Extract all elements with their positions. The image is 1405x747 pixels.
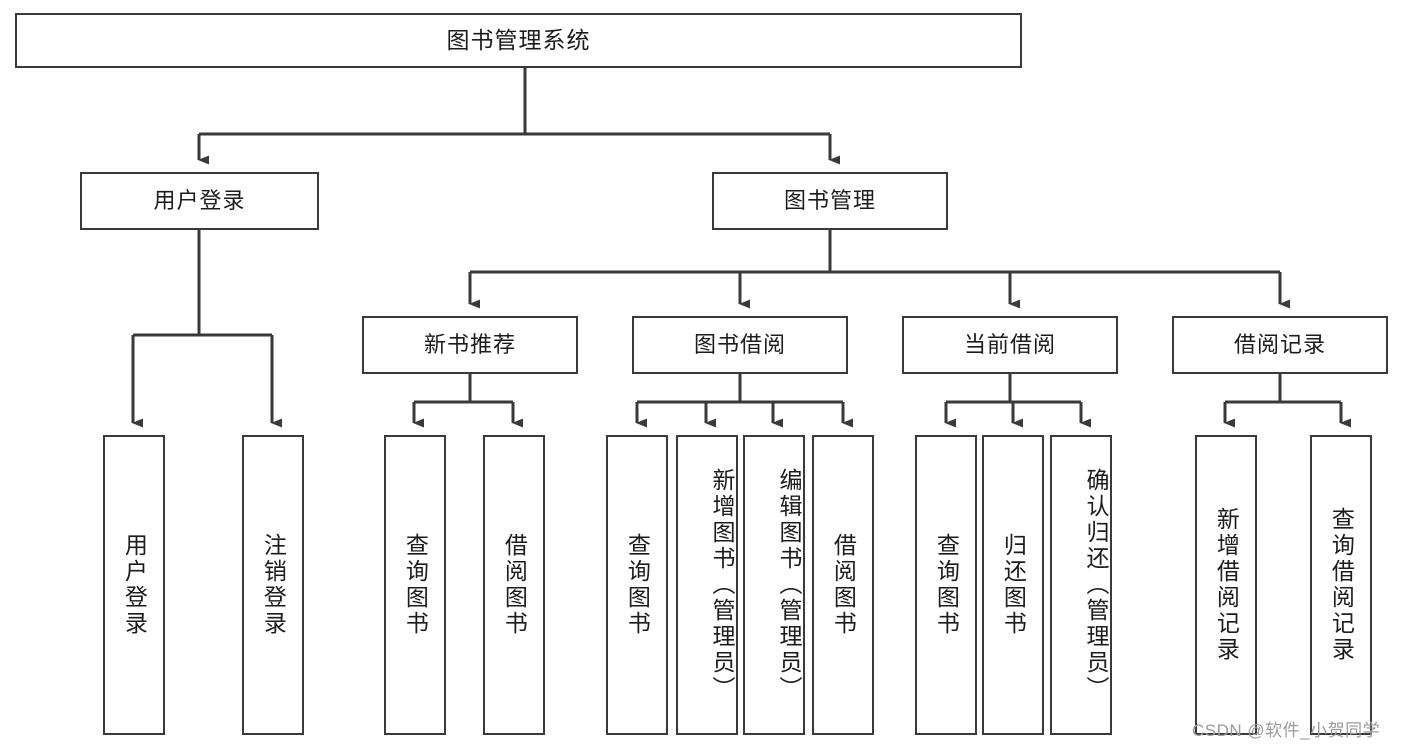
node-book-borrow[interactable]: 图书借阅 — [632, 316, 848, 374]
node-leaf-confirm-return[interactable]: 确认归还（管理员） — [1050, 435, 1112, 735]
node-leaf-edit-book[interactable]: 编辑图书（管理员） — [743, 435, 805, 735]
node-borrow-record[interactable]: 借阅记录 — [1172, 316, 1388, 374]
node-leaf-borrow-book-1[interactable]: 借阅图书 — [483, 435, 545, 735]
node-leaf-borrow-book-2[interactable]: 借阅图书 — [812, 435, 874, 735]
node-new-book-rec[interactable]: 新书推荐 — [362, 316, 578, 374]
node-book-manage[interactable]: 图书管理 — [712, 172, 948, 230]
node-leaf-query-book-2[interactable]: 查询图书 — [606, 435, 668, 735]
node-leaf-add-book[interactable]: 新增图书（管理员） — [676, 435, 738, 735]
node-leaf-logout[interactable]: 注销登录 — [242, 435, 304, 735]
node-root[interactable]: 图书管理系统 — [15, 13, 1022, 68]
node-current-borrow[interactable]: 当前借阅 — [902, 316, 1118, 374]
node-user-login[interactable]: 用户登录 — [80, 172, 319, 230]
node-leaf-query-book-1[interactable]: 查询图书 — [384, 435, 446, 735]
watermark: CSDN @软件_小贺同学 — [1192, 721, 1381, 740]
node-leaf-user-login[interactable]: 用户登录 — [103, 435, 165, 735]
node-leaf-query-book-3[interactable]: 查询图书 — [915, 435, 977, 735]
node-leaf-return-book[interactable]: 归还图书 — [982, 435, 1044, 735]
node-leaf-add-record[interactable]: 新增借阅记录 — [1195, 435, 1257, 735]
node-leaf-query-record[interactable]: 查询借阅记录 — [1310, 435, 1372, 735]
